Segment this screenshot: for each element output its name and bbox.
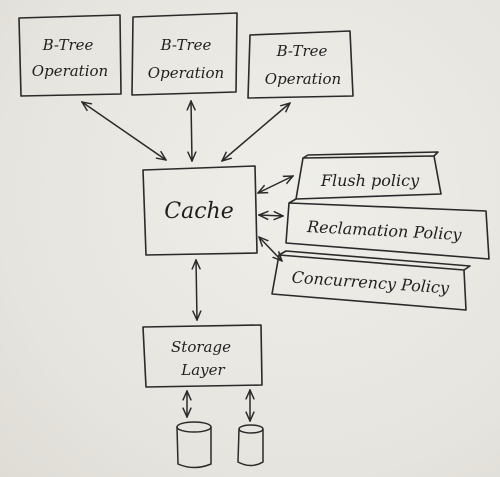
reclamation-policy-label: Reclamation Policy (306, 217, 463, 244)
btree-operation-box-2: B-Tree Operation (131, 12, 238, 96)
storage-layer-box: Storage Layer (142, 324, 263, 388)
arrow-op2-cache (191, 101, 192, 161)
cache-label: Cache (164, 199, 233, 224)
disk-cylinder-icon (176, 421, 212, 469)
flush-policy-box: Flush policy (295, 151, 442, 200)
concurrency-policy-box: Concurrency Policy (271, 250, 471, 311)
disk-cylinder-icon (237, 424, 264, 467)
arrow-op3-cache (222, 103, 290, 161)
btree-operation-3-subtitle: Operation (265, 70, 341, 88)
arrow-op1-cache (82, 102, 166, 160)
btree-operation-box-1: B-Tree Operation (18, 14, 122, 97)
storage-layer-subtitle: Layer (180, 361, 225, 379)
flush-policy-label: Flush policy (320, 171, 420, 190)
storage-layer-title: Storage (171, 338, 231, 356)
btree-operation-3-title: B-Tree (276, 42, 328, 60)
btree-operation-1-title: B-Tree (42, 36, 94, 54)
arrow-cache-storage (196, 260, 197, 320)
btree-operation-2-title: B-Tree (160, 36, 212, 54)
arrow-cache-reclamation (259, 215, 283, 216)
btree-operation-box-3: B-Tree Operation (247, 30, 354, 99)
arrow-cache-flush (258, 176, 293, 193)
arrow-cache-concurrency (259, 237, 282, 261)
reclamation-policy-box: Reclamation Policy (285, 198, 490, 260)
cache-box: Cache (142, 165, 258, 256)
btree-operation-2-subtitle: Operation (148, 64, 224, 82)
btree-operation-1-subtitle: Operation (32, 62, 108, 80)
concurrency-policy-label: Concurrency Policy (291, 268, 450, 298)
